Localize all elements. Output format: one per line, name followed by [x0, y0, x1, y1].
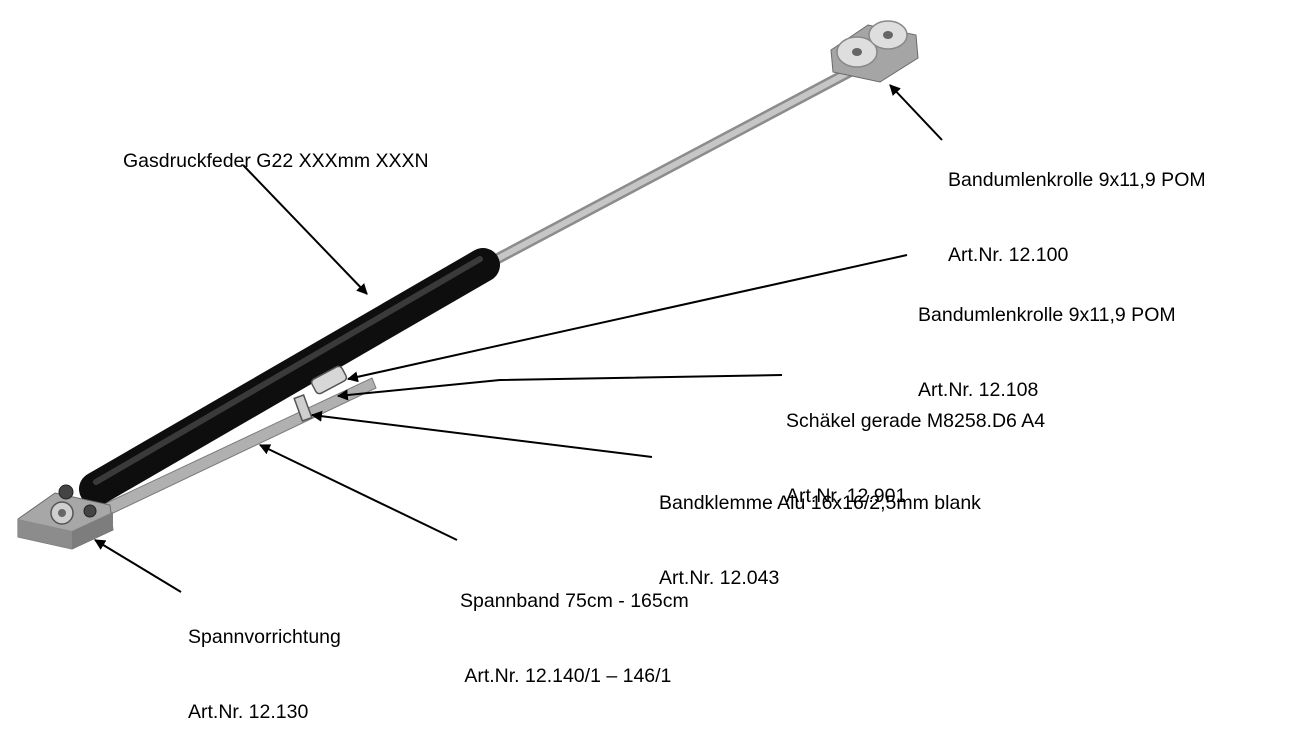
- band-clamp: [293, 394, 313, 422]
- label-spannvorrichtung: Spannvorrichtung Art.Nr. 12.130: [188, 575, 341, 750]
- arrow-umlenkrolle-mid: [346, 254, 908, 383]
- label-umlenkrolle-mid-name: Bandumlenkrolle 9x11,9 POM: [918, 304, 1176, 326]
- arrow-gasdruckfeder: [242, 164, 368, 295]
- assembly-diagram: [17, 20, 943, 593]
- label-spannband-name: Spannband 75cm - 165cm: [460, 590, 689, 612]
- arrow-bandklemme: [310, 410, 653, 458]
- label-umlenkrolle-top-name: Bandumlenkrolle 9x11,9 POM: [948, 169, 1206, 191]
- shackle: [310, 365, 348, 395]
- label-schaekel: Schäkel gerade M8258.D6 A4 Art.Nr. 12.90…: [786, 359, 1045, 534]
- spannvorrichtung-bracket: [17, 484, 114, 550]
- arrow-spannband: [259, 444, 458, 541]
- arrow-umlenkrolle-top: [889, 84, 943, 141]
- label-bandklemme-art: Art.Nr. 12.043: [659, 567, 780, 589]
- label-spannvorrichtung-name: Spannvorrichtung: [188, 626, 341, 648]
- label-umlenkrolle-mid: Bandumlenkrolle 9x11,9 POM Art.Nr. 12.10…: [918, 253, 1176, 428]
- label-spannvorrichtung-art: Art.Nr. 12.130: [188, 701, 309, 723]
- label-umlenkrolle-mid-art: Art.Nr. 12.108: [918, 379, 1039, 401]
- label-umlenkrolle-top: Bandumlenkrolle 9x11,9 POM Art.Nr. 12.10…: [948, 118, 1206, 293]
- label-bandklemme-name: Bandklemme Alu 16x16/2,5mm blank: [659, 492, 981, 514]
- arrow-schaekel: [336, 374, 783, 401]
- label-spannband-art: Art.Nr. 12.140/1 – 146/1: [460, 665, 672, 687]
- bandumlenkrolle-top-bracket: [830, 20, 919, 83]
- callout-arrows: [94, 84, 943, 593]
- arrow-spannvorrichtung: [94, 539, 182, 593]
- label-umlenkrolle-top-art: Art.Nr. 12.100: [948, 244, 1069, 266]
- gas-spring-cylinder: [79, 248, 500, 506]
- label-gasdruckfeder-name: Gasdruckfeder G22 XXXmm XXXN: [123, 150, 429, 172]
- label-schaekel-art: Art.Nr. 12.901: [786, 485, 907, 507]
- label-spannband: Spannband 75cm - 165cm Art.Nr. 12.140/1 …: [460, 539, 689, 714]
- label-gasdruckfeder: Gasdruckfeder G22 XXXmm XXXN: [123, 99, 429, 199]
- piston-rod: [474, 54, 878, 274]
- label-bandklemme: Bandklemme Alu 16x16/2,5mm blank Art.Nr.…: [659, 441, 981, 616]
- label-schaekel-name: Schäkel gerade M8258.D6 A4: [786, 410, 1046, 432]
